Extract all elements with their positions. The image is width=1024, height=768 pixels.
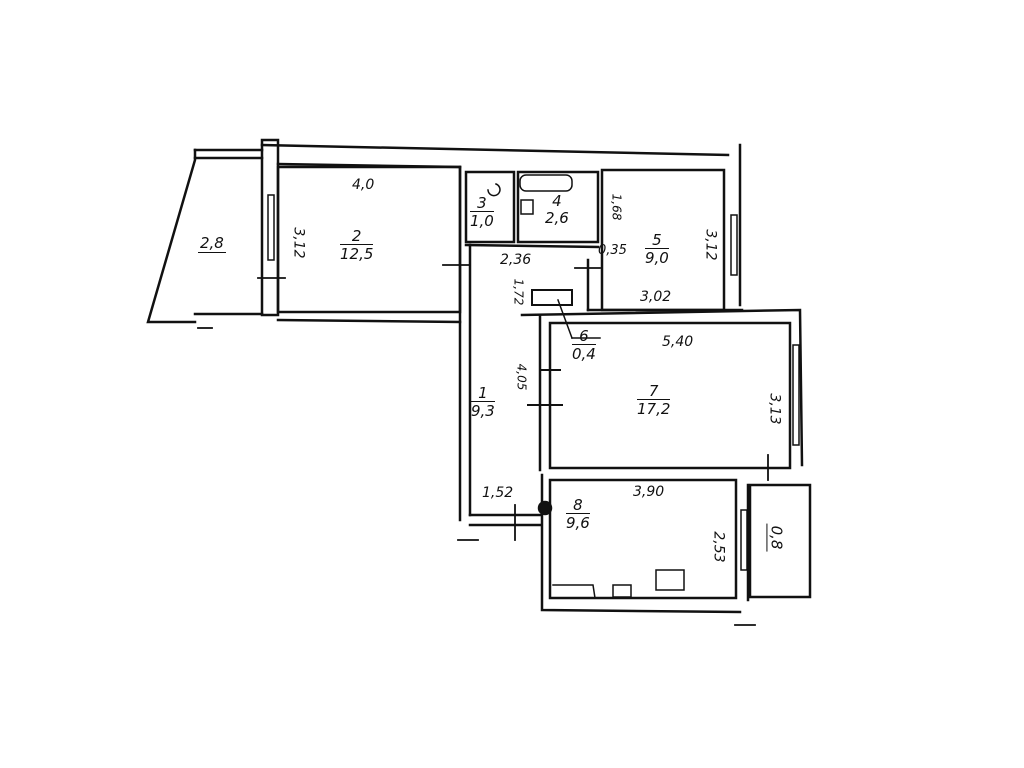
balcony-left-label: 2,8 — [198, 234, 226, 253]
room-7-label: 7 17,2 — [637, 383, 671, 418]
dim-corridor-depth: 1,72 — [511, 278, 526, 306]
dim-room5-side: 1,68 — [609, 193, 624, 221]
room-area: 9,0 — [645, 249, 669, 267]
dim-hall-bottom: 1,52 — [482, 485, 514, 501]
room-number: 1 — [471, 385, 495, 402]
room-area: 2,6 — [545, 209, 569, 227]
room-area: 1,0 — [470, 212, 494, 230]
dim-room7-width: 5,40 — [662, 334, 694, 350]
room-6-label: 6 0,4 — [572, 328, 596, 363]
room-3-label: 3 1,0 — [470, 195, 494, 230]
balcony-area: 0,8 — [766, 523, 786, 552]
room-2-label: 2 12,5 — [340, 228, 374, 263]
dim-offset: 0,35 — [598, 243, 627, 258]
dim-room5-depth: 3,12 — [702, 229, 719, 261]
dim-room2-width: 4,0 — [352, 177, 375, 193]
dim-corridor-width: 2,36 — [500, 252, 532, 268]
dim-room7-depth: 3,13 — [766, 393, 783, 425]
room-4-label: 4 2,6 — [545, 193, 569, 227]
room-area: 0,4 — [572, 345, 596, 363]
dim-kitchen-depth: 2,53 — [710, 531, 727, 563]
dim-kitchen-width: 3,90 — [633, 484, 665, 500]
room-area: 9,6 — [566, 514, 590, 532]
room-number: 2 — [340, 228, 374, 245]
room-number: 5 — [645, 232, 669, 249]
room-area: 9,3 — [471, 402, 495, 420]
room-1-label: 1 9,3 — [471, 385, 495, 420]
room-8-label: 8 9,6 — [566, 497, 590, 532]
room-area: 12,5 — [340, 245, 374, 263]
dim-hall-length: 4,05 — [514, 363, 529, 391]
balcony-right-label: 0,8 — [766, 523, 786, 552]
room-number: 8 — [566, 497, 590, 514]
room-number: 4 — [552, 192, 562, 210]
room-5-label: 5 9,0 — [645, 232, 669, 267]
dim-room2-depth: 3,12 — [290, 227, 307, 259]
room-number: 7 — [637, 383, 671, 400]
room-number: 3 — [470, 195, 494, 212]
balcony-area: 2,8 — [198, 234, 226, 253]
room-area: 17,2 — [637, 400, 671, 418]
dim-room5-width: 3,02 — [640, 289, 672, 305]
room-number: 6 — [572, 328, 596, 345]
